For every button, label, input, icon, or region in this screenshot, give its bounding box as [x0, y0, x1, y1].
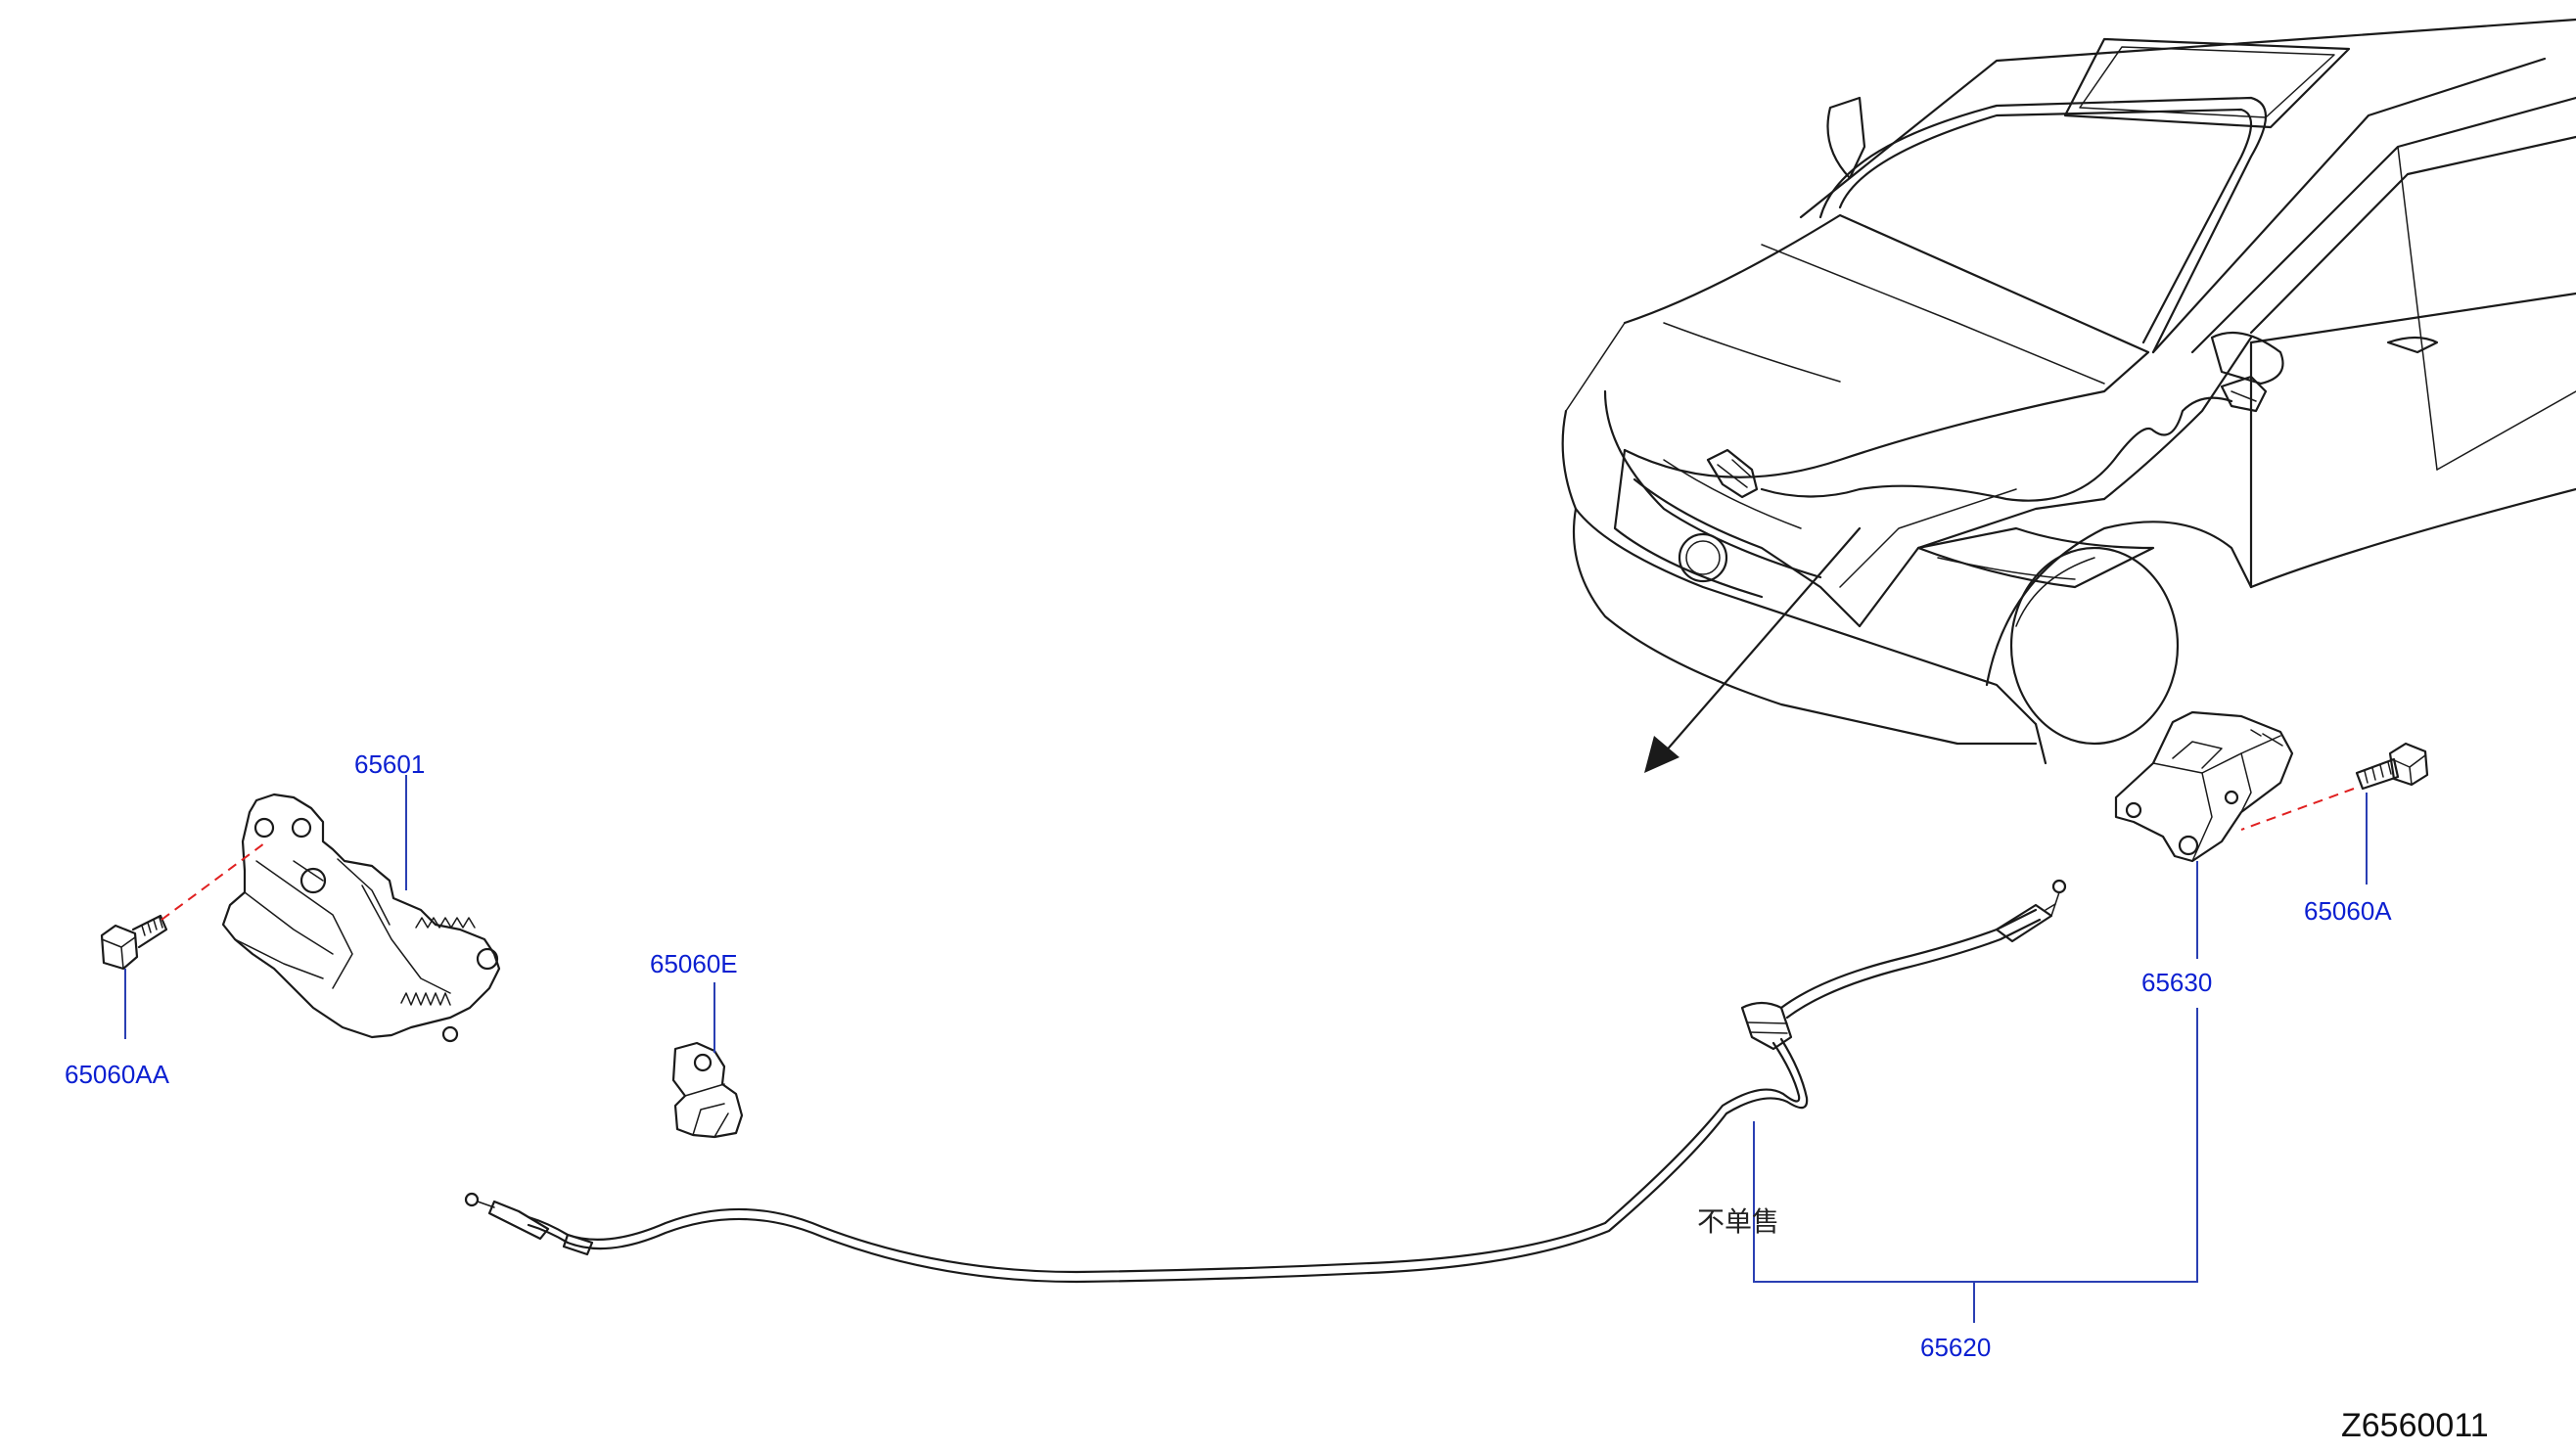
- hood-lock-assembly-illustration: [221, 793, 501, 1043]
- part-number-65601: 65601: [354, 749, 425, 779]
- part-number-65630: 65630: [2141, 968, 2212, 997]
- release-handle-bolt-illustration: [2355, 742, 2429, 791]
- cable-clip-illustration: [671, 1041, 744, 1139]
- leader-lines: [124, 775, 2368, 1323]
- part-number-65060A: 65060A: [2304, 896, 2392, 926]
- document-id: Z6560011: [2341, 1407, 2489, 1444]
- part-number-65620: 65620: [1920, 1333, 1991, 1362]
- hood-lock-bolt-axis-line: [161, 842, 265, 921]
- release-handle-bolt-axis-line: [2240, 788, 2355, 831]
- hood-latch-on-vehicle-icon: [1706, 448, 1759, 499]
- not-sold-separately-note: 不单售: [1697, 1205, 1779, 1238]
- vehicle-locator-illustration: [1561, 18, 2576, 773]
- hood-release-handle-illustration: [2114, 710, 2294, 863]
- hood-release-cable-illustration: [464, 879, 2067, 1284]
- leader-bracket-65620: [1753, 1008, 2198, 1283]
- part-number-65060E: 65060E: [650, 949, 738, 978]
- hood-lock-bolt-illustration: [100, 914, 168, 971]
- part-number-65060AA: 65060AA: [65, 1060, 170, 1089]
- release-handle-on-vehicle-icon: [2220, 375, 2268, 413]
- locator-arrow: [1644, 526, 1862, 773]
